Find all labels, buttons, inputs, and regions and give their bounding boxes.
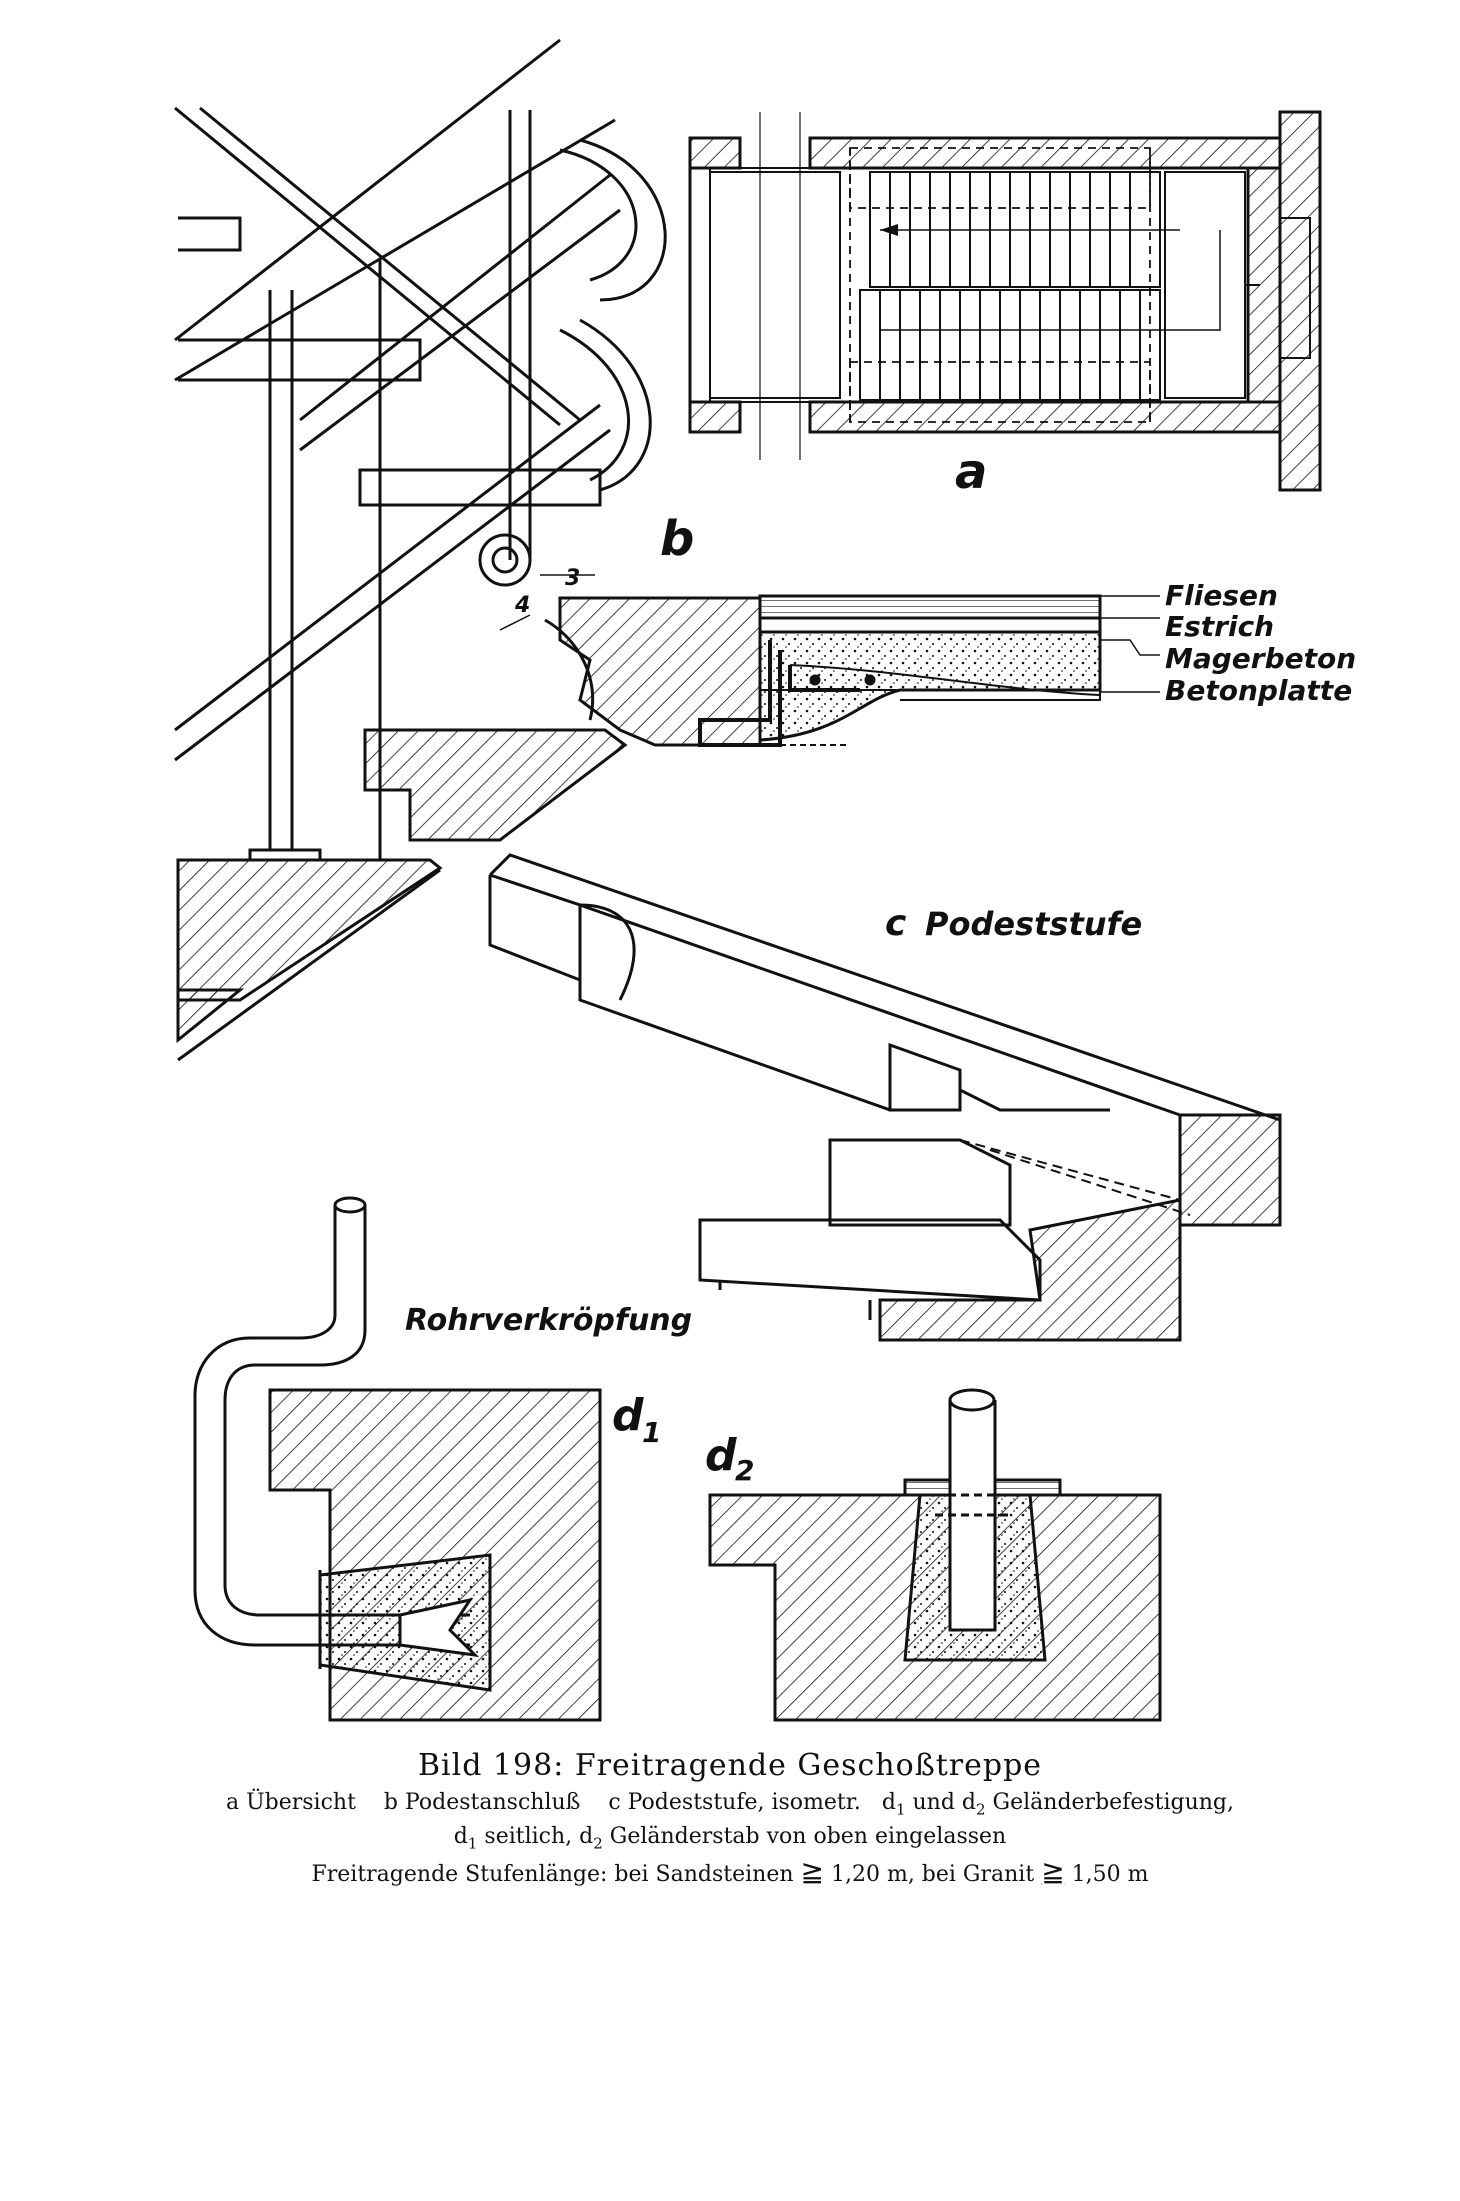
caption-d-sub1: 1 (895, 1800, 906, 1819)
floor-build-up (690, 594, 1160, 747)
layer-label-estrich: Estrich (1165, 610, 1274, 643)
label-d1: d (612, 1390, 644, 1441)
detail-d1 (193, 1196, 602, 1722)
layer-label-betonplatte: Betonplatte (1165, 674, 1352, 707)
isometric-view-c (488, 853, 1282, 1342)
figure-caption: Bild 198: Freitragende Geschoßtreppe a Ü… (0, 1748, 1460, 1888)
plan-view-a (688, 110, 1322, 492)
caption-d-sub2: 2 (976, 1800, 986, 1819)
caption-l3-v1: 1,20 m, bei Granit (823, 1861, 1042, 1887)
caption-l2-post: Geländerstab von oben eingelassen (602, 1824, 1007, 1850)
layer-label-magerbeton: Magerbeton (1165, 642, 1356, 675)
detail-d2 (708, 1388, 1162, 1722)
caption-l2-pre: d (453, 1824, 468, 1850)
layer-label-fliesen: Fliesen (1165, 579, 1278, 612)
caption-line-2: d1 seitlich, d2 Geländerstab von oben ei… (0, 1823, 1460, 1857)
caption-d-pre: d (881, 1790, 896, 1815)
label-b: b (660, 511, 694, 567)
caption-l2-mid: seitlich, d (477, 1824, 594, 1850)
label-d2: d (705, 1430, 737, 1481)
caption-line-3: Freitragende Stufenlänge: bei Sandsteine… (0, 1854, 1460, 1888)
caption-title: Bild 198: Freitragende Geschoßtreppe (417, 1748, 1043, 1783)
perspective-view-b (174, 38, 762, 1062)
caption-d-post: Geländerbefestigung, (985, 1790, 1235, 1815)
caption-l2-sub1: 1 (467, 1834, 478, 1853)
caption-l3-pre: Freitragende Stufenlänge: bei Sandsteine… (311, 1861, 801, 1887)
caption-d-mid: und d (905, 1790, 976, 1815)
caption-a: a Übersicht (225, 1790, 356, 1815)
geq-symbol-1: ≧ (800, 1854, 824, 1888)
label-dim-4: 4 (514, 593, 530, 618)
label-a: a (955, 444, 987, 500)
caption-line-1: a Übersicht b Podestanschluß c Podeststu… (0, 1789, 1460, 1823)
label-d2-sub: 2 (735, 1454, 754, 1487)
caption-b: b Podestanschluß (383, 1790, 581, 1815)
label-c: c (885, 903, 906, 944)
caption-l2-sub2: 2 (593, 1834, 603, 1853)
caption-l3-v2: 1,50 m (1064, 1861, 1149, 1887)
label-c-title: Podeststufe (925, 905, 1142, 943)
label-dim-3: 3 (565, 566, 580, 591)
geq-symbol-2: ≧ (1041, 1854, 1065, 1888)
caption-c: c Podeststufe, isometr. (608, 1790, 861, 1815)
label-d1-sub: 1 (642, 1416, 661, 1449)
label-rohr: Rohrverkröpfung (405, 1303, 692, 1338)
